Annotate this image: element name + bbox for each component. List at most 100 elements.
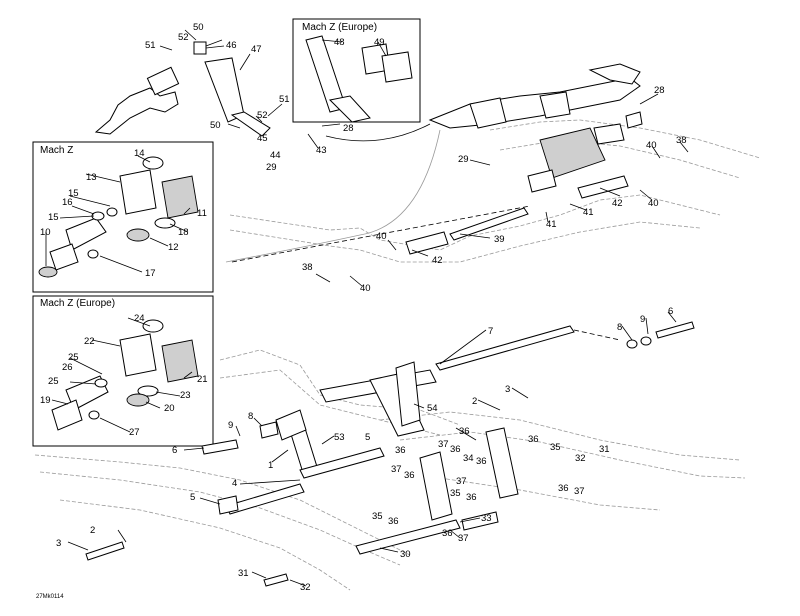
callout-40b: 40 <box>648 198 659 209</box>
callout-35c: 35 <box>372 511 383 522</box>
callout-19: 19 <box>40 395 51 406</box>
callout-20: 20 <box>164 403 175 414</box>
panel-mach-z-europe-left: Mach Z (Europe) <box>32 295 214 447</box>
callout-43: 43 <box>316 145 327 156</box>
leader-lines <box>45 29 689 587</box>
front-arm-assembly <box>201 361 437 515</box>
callout-29: 29 <box>266 162 277 173</box>
callout-3: 3 <box>505 384 510 395</box>
callout-5b: 5 <box>190 492 195 503</box>
panel-title-mach-z: Mach Z <box>40 145 73 156</box>
rail-frame-ghost <box>34 119 761 591</box>
callout-39: 39 <box>494 234 505 245</box>
rear-shock-upper <box>325 63 643 193</box>
panel-mach-z-europe-top: Mach Z (Europe) <box>292 18 421 123</box>
callout-33: 33 <box>481 513 492 524</box>
panel-title-mach-z-europe-left: Mach Z (Europe) <box>40 298 115 309</box>
callout-38b: 38 <box>302 262 313 273</box>
callout-25: 25 <box>68 352 79 363</box>
callout-10: 10 <box>40 227 51 238</box>
callout-2b: 2 <box>90 525 95 536</box>
callout-31b: 31 <box>599 444 610 455</box>
callout-46: 46 <box>226 40 237 51</box>
callout-38: 38 <box>676 135 687 146</box>
callout-24: 24 <box>134 313 145 324</box>
callout-35: 35 <box>550 442 561 453</box>
shaft-42-upper <box>231 175 629 263</box>
callout-7: 7 <box>488 326 493 337</box>
front-shock-top <box>94 39 271 137</box>
callout-29b: 29 <box>458 154 469 165</box>
rear-arm-links <box>85 427 519 587</box>
callout-4: 4 <box>232 478 237 489</box>
callout-8: 8 <box>617 322 622 333</box>
panel-mach-z: Mach Z <box>32 141 214 293</box>
callout-18: 18 <box>178 227 189 238</box>
callout-22: 22 <box>84 336 95 347</box>
long-shaft-7 <box>435 321 695 371</box>
callout-21: 21 <box>197 374 208 385</box>
callout-9: 9 <box>640 314 645 325</box>
callout-34: 34 <box>463 453 474 464</box>
callout-42b: 42 <box>432 255 443 266</box>
callout-1: 1 <box>268 460 273 471</box>
callout-23: 23 <box>180 390 191 401</box>
callout-51b: 51 <box>279 94 290 105</box>
callout-50b: 50 <box>210 120 221 131</box>
callout-36f: 36 <box>404 470 415 481</box>
callout-44: 44 <box>270 150 281 161</box>
callout-36i: 36 <box>388 516 399 527</box>
callout-13: 13 <box>86 172 97 183</box>
callout-28: 28 <box>343 123 354 134</box>
callout-16: 16 <box>62 197 73 208</box>
callout-40c: 40 <box>376 231 387 242</box>
callout-37d: 37 <box>574 486 585 497</box>
callout-12: 12 <box>168 242 179 253</box>
callout-36b: 36 <box>395 445 406 456</box>
callout-37: 37 <box>438 439 449 450</box>
callout-52b: 52 <box>257 110 268 121</box>
callout-35b: 35 <box>450 488 461 499</box>
callout-17: 17 <box>145 268 156 279</box>
callout-6b: 6 <box>172 445 177 456</box>
callout-37c: 37 <box>456 476 467 487</box>
callout-51: 51 <box>145 40 156 51</box>
callout-30: 30 <box>400 549 411 560</box>
callout-50: 50 <box>193 22 204 33</box>
callout-31: 31 <box>238 568 249 579</box>
reference-code: 27Mk0114 <box>36 594 64 600</box>
callout-26: 26 <box>62 362 73 373</box>
callout-52: 52 <box>178 32 189 43</box>
callout-8b: 8 <box>248 411 253 422</box>
callout-14: 14 <box>134 148 145 159</box>
callout-41: 41 <box>583 207 594 218</box>
callout-27: 27 <box>129 427 140 438</box>
callout-45: 45 <box>257 133 268 144</box>
callout-15: 15 <box>68 188 79 199</box>
callout-9b: 9 <box>228 420 233 431</box>
panel-title-mach-z-europe-top: Mach Z (Europe) <box>302 22 377 33</box>
callout-5: 5 <box>365 432 370 443</box>
callout-6: 6 <box>668 306 673 317</box>
callout-25b: 25 <box>48 376 59 387</box>
callout-15b: 15 <box>48 212 59 223</box>
callout-47: 47 <box>251 44 262 55</box>
callout-40: 40 <box>646 140 657 151</box>
callout-28b: 28 <box>654 85 665 96</box>
callout-54: 54 <box>427 403 438 414</box>
callout-36g: 36 <box>466 492 477 503</box>
callout-11: 11 <box>197 208 207 219</box>
callout-48: 48 <box>334 37 345 48</box>
callout-32b: 32 <box>575 453 586 464</box>
callout-36e: 36 <box>528 434 539 445</box>
callout-49: 49 <box>374 37 385 48</box>
callout-40d: 40 <box>360 283 371 294</box>
callout-41b: 41 <box>546 219 557 230</box>
callout-36: 36 <box>459 426 470 437</box>
callout-36j: 36 <box>442 528 453 539</box>
callout-36d: 36 <box>476 456 487 467</box>
callout-37b: 37 <box>391 464 402 475</box>
callout-3b: 3 <box>56 538 61 549</box>
callout-37e: 37 <box>458 533 469 544</box>
